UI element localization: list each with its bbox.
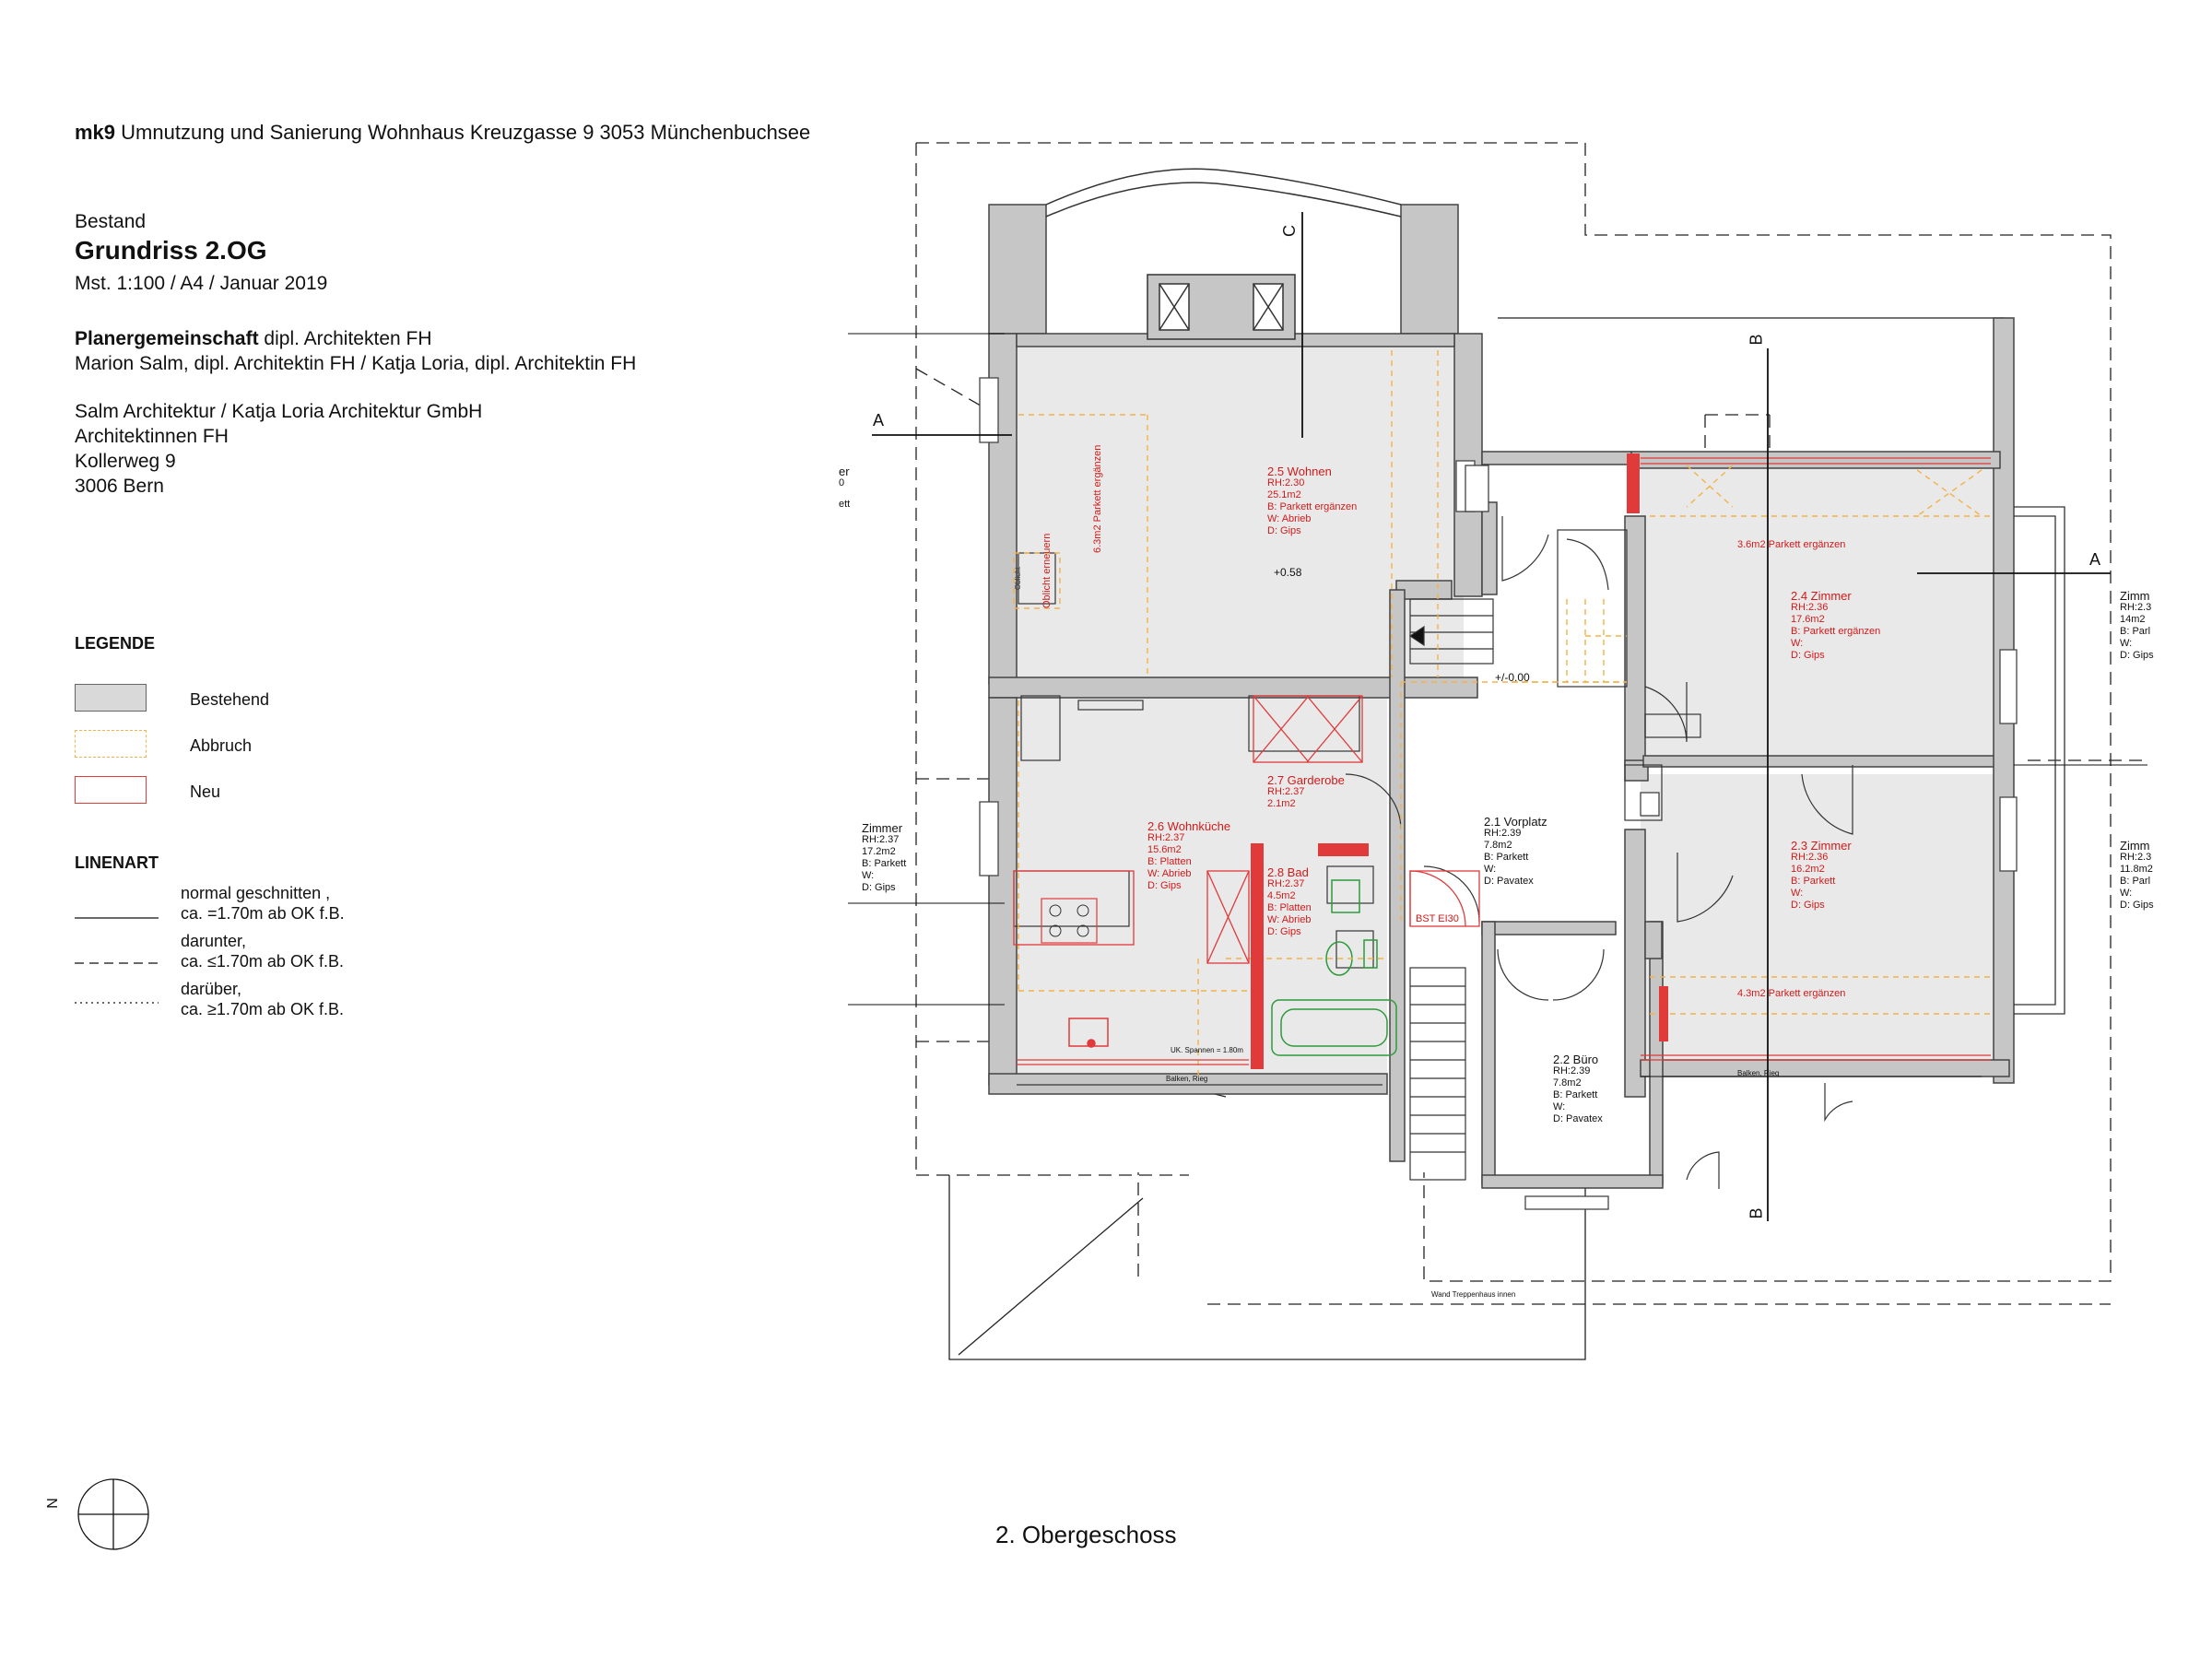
- legend-label-existing: Bestehend: [190, 690, 270, 709]
- new-elements: [1013, 457, 1991, 1065]
- section-b-top: B: [1747, 334, 1766, 346]
- legend-label-demolition: Abbruch: [190, 736, 253, 755]
- thin-lines: [848, 333, 2147, 1086]
- bay-window: [2014, 506, 2065, 1015]
- note-uk-spannen: UK. Spannen = 1.80m: [1171, 1046, 1243, 1054]
- kitchen-hob: [1041, 898, 1098, 944]
- project-code: mk9: [75, 121, 116, 144]
- linetype-title: LINENART: [75, 853, 159, 872]
- note-balken-right: Balken, Rieg: [1737, 1069, 1780, 1077]
- stairs: [1408, 529, 1628, 1181]
- linetype-below: darunter,ca. ≤1.70m ab OK f.B.: [181, 932, 344, 971]
- office-group: Planergemeinschaft: [75, 328, 259, 349]
- note-oblicht: Oblicht erneuern: [1041, 533, 1053, 608]
- north-arrow: [77, 1478, 149, 1550]
- city: 3006 Bern: [75, 476, 164, 497]
- company-name-2: Architektinnen FH: [75, 426, 229, 447]
- note-parkett-24: 3.6m2 Parkett ergänzen: [1737, 539, 1846, 550]
- balcony: [1045, 168, 1402, 340]
- street: Kollerweg 9: [75, 451, 176, 472]
- legend-title: LEGENDE: [75, 634, 156, 653]
- company-name: Salm Architektur / Katja Loria Architekt…: [75, 401, 483, 422]
- level-058: +0.58: [1274, 566, 1302, 579]
- room-floors: [1005, 346, 2005, 1076]
- windows: [979, 377, 2018, 1210]
- scale-info: Mst. 1:100 / A4 / Januar 2019: [75, 273, 328, 294]
- section-b-bottom: B: [1747, 1207, 1766, 1219]
- legend-swatch-existing: [75, 684, 147, 712]
- project-line: mk9 Umnutzung und Sanierung Wohnhaus Kre…: [75, 121, 810, 145]
- office-group-rest: dipl. Architekten FH: [264, 328, 432, 349]
- note-oblicht-box: Oblicht: [1014, 567, 1022, 590]
- legend-swatch-demolition: [75, 730, 147, 758]
- doors: [1345, 516, 1853, 1189]
- section-lines: [872, 212, 2111, 1221]
- north-label: N: [44, 1498, 61, 1509]
- note-parkett-wohnen: 6.3m2 Parkett ergänzen: [1092, 444, 1103, 553]
- floor-caption: 2. Obergeschoss: [995, 1521, 1177, 1548]
- linetype-above: darüber,ca. ≥1.70m ab OK f.B.: [181, 980, 344, 1018]
- demolition-elements: [1013, 350, 1991, 1078]
- section-a-right: A: [2089, 550, 2101, 569]
- project-title: Umnutzung und Sanierung Wohnhaus Kreuzga…: [121, 121, 811, 144]
- section-c: C: [1280, 225, 1299, 237]
- linetype-cut: normal geschnitten ,ca. =1.70m ab OK f.B…: [181, 884, 345, 923]
- note-parkett-23: 4.3m2 Parkett ergänzen: [1737, 988, 1846, 999]
- roof-solid: [948, 317, 2005, 1360]
- office-people: Marion Salm, dipl. Architektin FH / Katj…: [75, 353, 637, 374]
- legend-swatch-new: [75, 776, 147, 804]
- section-a-left: A: [873, 411, 885, 429]
- note-wand: Wand Treppenhaus innen: [1431, 1290, 1516, 1299]
- sink: [1068, 1018, 1109, 1048]
- office-block: Planergemeinschaft dipl. Architekten FH …: [75, 326, 636, 376]
- plan-title: Grundriss 2.OG: [75, 236, 267, 265]
- legend-label-new: Neu: [190, 782, 221, 801]
- plan-status: Bestand: [75, 211, 147, 232]
- note-balken-left: Balken, Rieg: [1166, 1075, 1208, 1083]
- address-block: Salm Architektur / Katja Loria Architekt…: [75, 399, 482, 499]
- bathroom-fixtures: [1271, 879, 1397, 1056]
- note-bst: BST EI30: [1416, 913, 1459, 924]
- new-walls: [1251, 453, 1668, 1069]
- level-000: +/-0.00: [1495, 671, 1530, 684]
